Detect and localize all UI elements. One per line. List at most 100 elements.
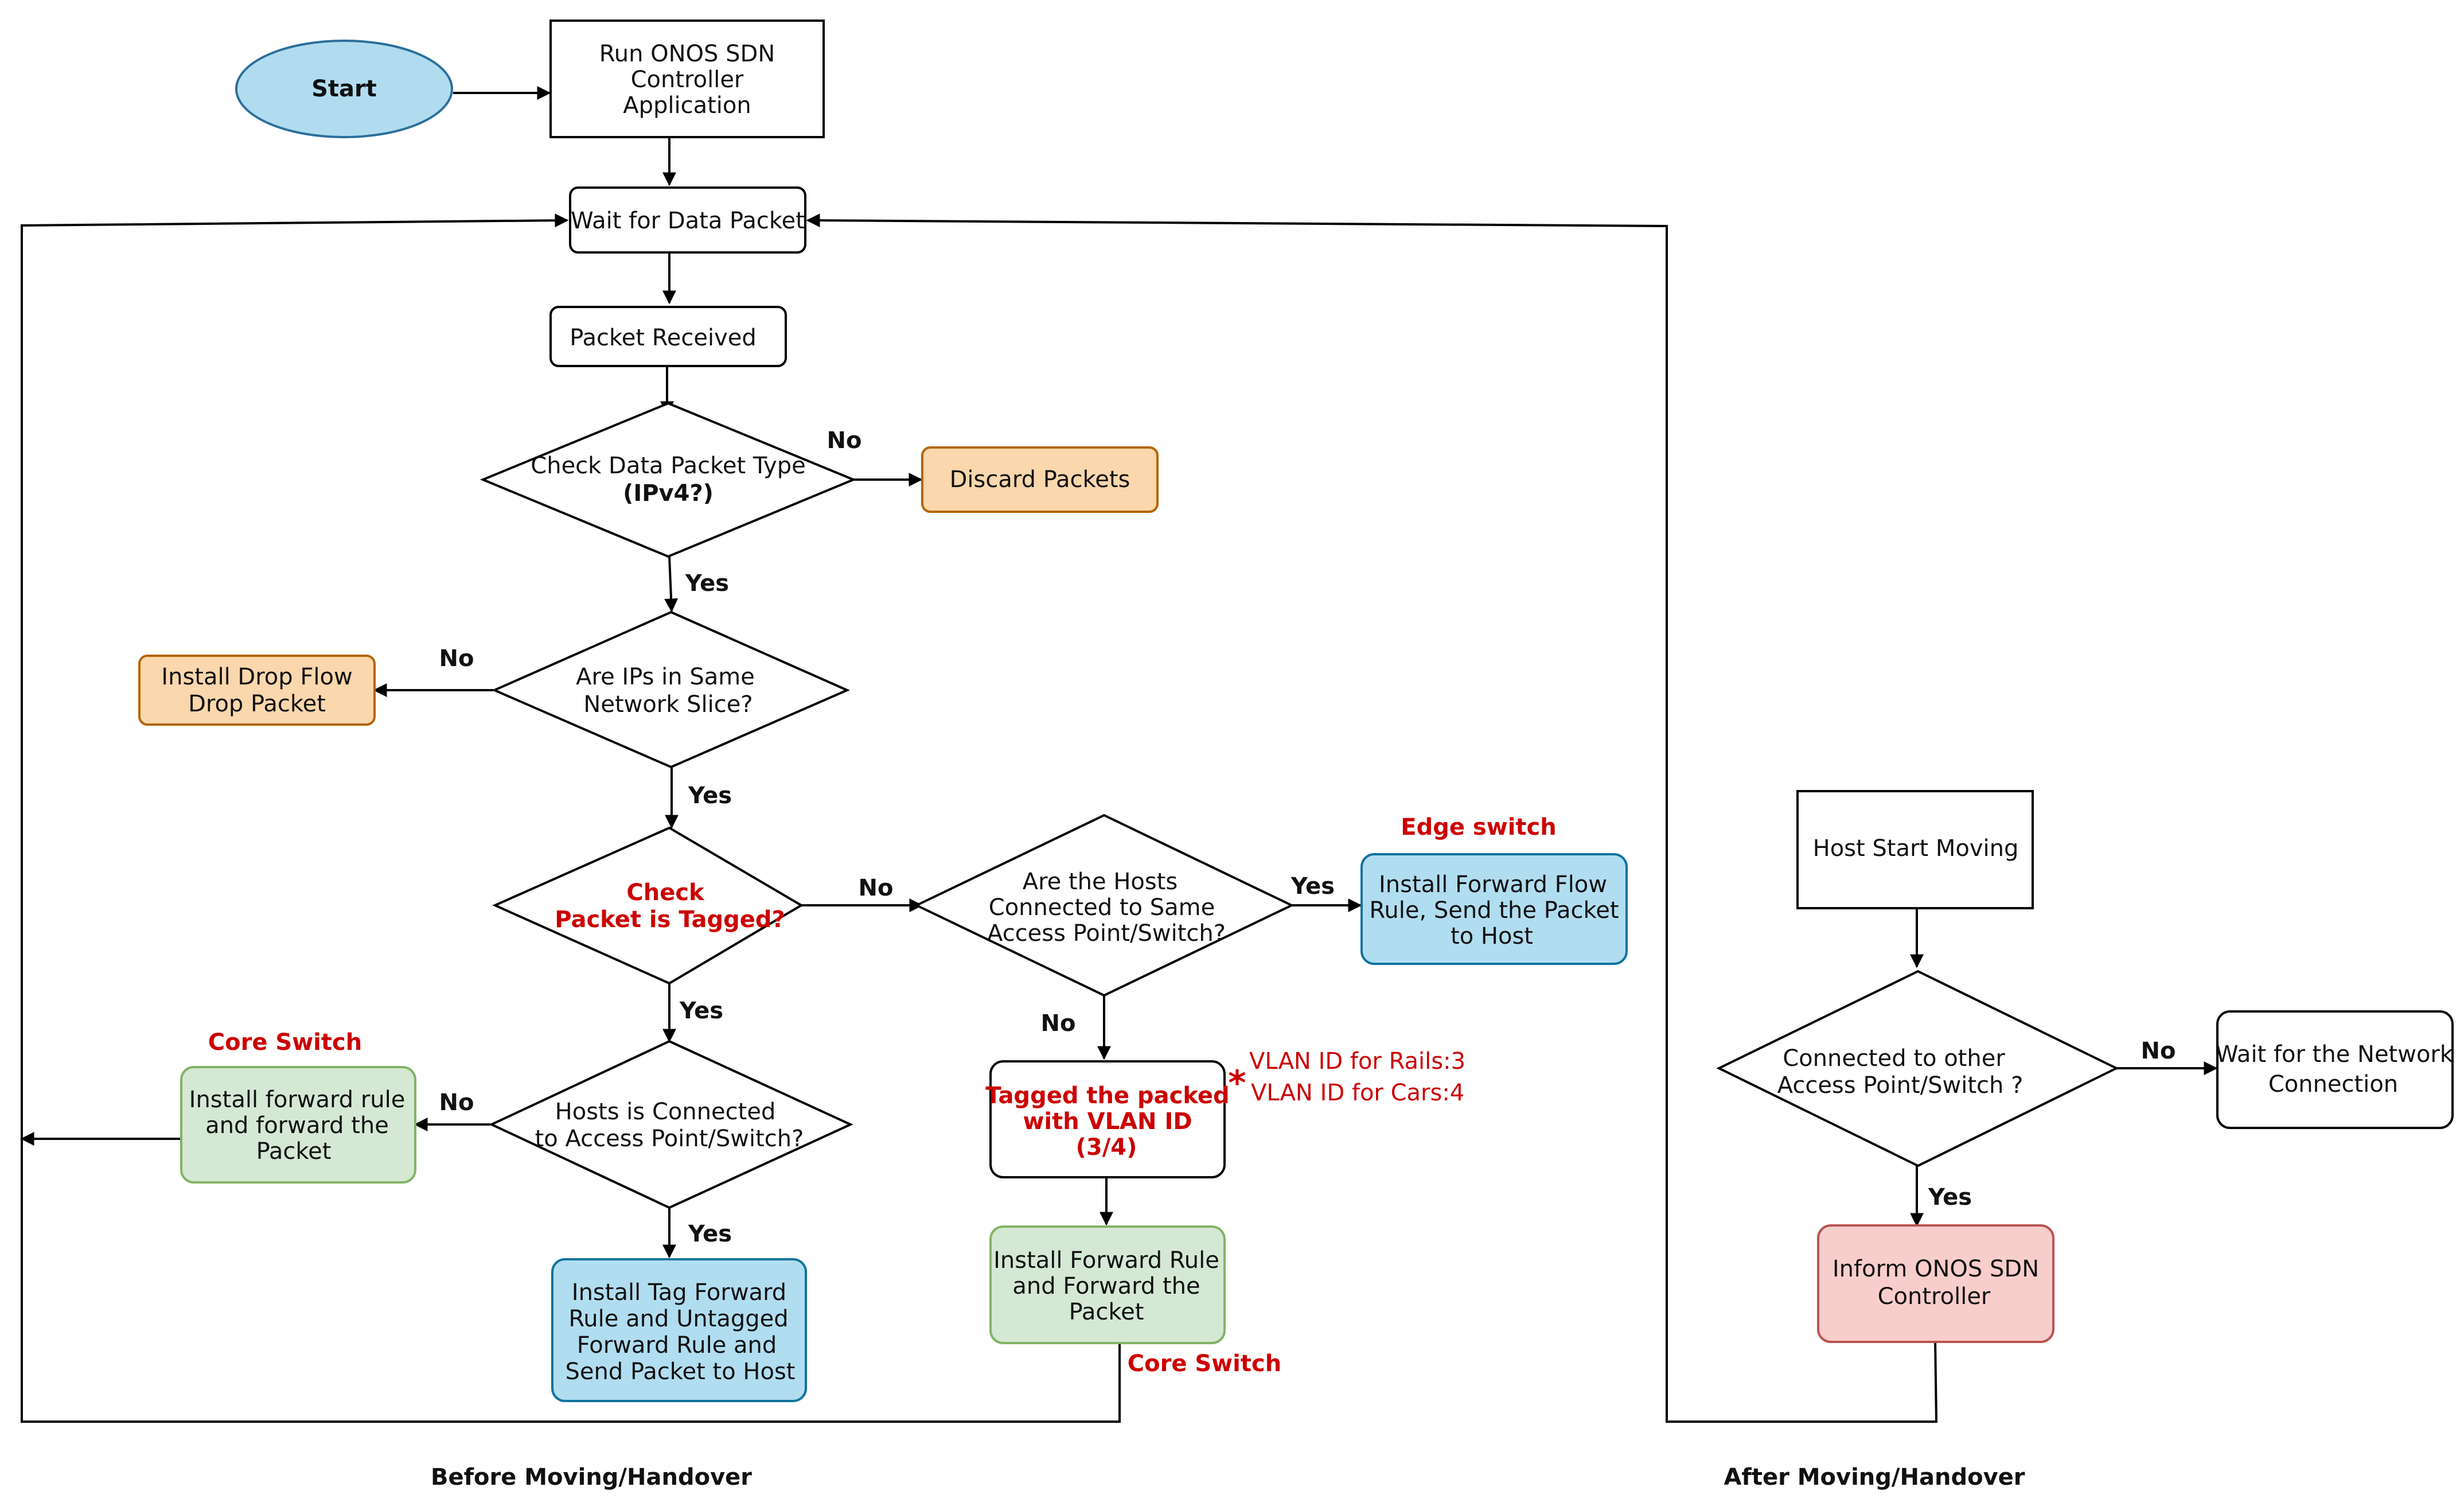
node-run-onos: Run ONOS SDN Controller Application [549,20,825,138]
node-install-forward-rule: Install Forward Rule and Forward the Pac… [989,1225,1226,1344]
node-host-moving: Host Start Moving [1796,790,2034,909]
same-slice-line-2: Network Slice? [583,691,753,718]
label-no-other: No [2141,1038,2176,1064]
label-no-connected: No [439,1089,474,1116]
node-hosts-same-ap: Are the Hosts Connected to Same Access P… [914,814,1295,997]
label-yes-slice: Yes [688,783,732,809]
edge-loop-before [21,213,1121,1423]
install-forward-core-box [180,1066,416,1184]
node-drop-flow: Install Drop Flow Drop Packet [138,655,376,726]
same-slice-line-1: Are IPs in Same [576,664,755,690]
label-no-slice: No [439,645,474,672]
inform-onos-line-1: Inform ONOS SDN [1833,1256,2039,1282]
node-check-tagged: Check Packet is Tagged? [492,826,804,985]
annotation-vlan-rails: VLAN ID for Rails:3 [1249,1048,1465,1075]
host-connected-line-1: Hosts is Connected [555,1099,776,1125]
check-type-line-1: Check Data Packet Type [531,453,805,479]
same-slice-diamond [492,610,850,769]
install-forward-rule-box [989,1225,1226,1344]
hosts-same-ap-diamond [914,814,1295,997]
label-yes-same-ap: Yes [1291,873,1335,900]
node-wait-packet: Wait for Data Packet [569,186,806,254]
install-forward-flow-line-1: Install Forward Flow [1379,871,1607,898]
check-type-diamond [479,402,857,558]
wait-network-line-1: Wait for the Network [2216,1041,2454,1068]
inform-onos-line-2: Controller [1878,1283,1991,1310]
connectors [20,86,2218,1423]
node-install-forward-flow: Install Forward Flow Rule, Send the Pack… [1360,853,1628,965]
wait-network-line-1b: Connection [2268,1071,2398,1098]
drop-flow-line-1: Install Drop Flow [161,664,352,690]
hosts-same-ap-line-3: Access Point/Switch? [987,920,1226,947]
connected-other-line-2: Access Point/Switch ? [1777,1072,2024,1099]
run-onos-line-3: Application [623,92,751,119]
install-forward-flow-line-2: Rule, Send the Packet [1369,897,1619,924]
label-no-type: No [827,427,862,454]
node-install-forward-core: Install forward rule and forward the Pac… [180,1066,416,1184]
node-packet-received: Packet Received [549,306,787,367]
wait-packet-box [569,186,806,254]
drop-flow-box [138,655,376,726]
annotation-core-switch-left: Core Switch [208,1029,362,1056]
host-connected-diamond [489,1040,853,1209]
tag-vlan-line-1: Tagged the packed [985,1083,1229,1109]
node-connected-other: Connected to other Access Point/Switch ? [1716,970,2119,1167]
connected-other-diamond [1716,970,2119,1167]
install-forward-rule-line-3: Packet [1069,1299,1144,1325]
host-moving-box [1796,790,2034,909]
discard-box [921,446,1159,513]
check-tagged-line-1: Check [626,879,705,906]
tag-vlan-box [989,1060,1226,1178]
edge-loop-after [806,213,1938,1423]
annotation-edge-switch: Edge switch [1401,814,1556,840]
check-tagged-diamond [492,826,804,985]
annotation-core-switch-bottom: Core Switch [1128,1351,1281,1377]
tag-vlan-line-3: (3/4) [1076,1134,1137,1161]
install-tag-forward-line-1: Install Tag Forward [572,1279,786,1306]
wait-network-box [2216,1010,2454,1129]
install-forward-flow-box [1360,853,1628,965]
label-yes-connected: Yes [688,1221,732,1247]
annotation-asterisk: * [1228,1063,1246,1103]
wait-packet-label: Wait for Data Packet [571,208,805,234]
install-forward-core-line-1: Install forward rule [189,1087,406,1113]
run-onos-box [549,20,825,138]
label-yes-tagged: Yes [679,998,723,1024]
install-forward-rule-line-1: Install Forward Rule [993,1247,1219,1274]
check-type-line-2: (IPv4?) [623,480,714,507]
label-no-same-ap: No [1041,1010,1076,1037]
run-onos-line-2: Controller [631,67,744,93]
install-forward-core-line-3: Packet [256,1138,332,1165]
drop-flow-line-2: Drop Packet [188,691,326,717]
check-tagged-line-2: Packet is Tagged? [555,906,785,933]
label-no-tagged: No [859,875,894,901]
node-check-type: Check Data Packet Type (IPv4?) [479,402,857,558]
label-yes-type: Yes [685,570,729,597]
install-tag-forward-line-3: Forward Rule and [577,1332,777,1359]
packet-received-box [549,306,787,367]
inform-onos-box [1817,1224,2054,1343]
packet-received-label: Packet Received [570,325,757,351]
tag-vlan-line-2: with VLAN ID [1023,1108,1192,1135]
node-inform-onos: Inform ONOS SDN Controller [1817,1224,2054,1343]
label-yes-other: Yes [1928,1184,1972,1211]
node-host-connected: Hosts is Connected to Access Point/Switc… [489,1040,853,1209]
hosts-same-ap-line-1: Are the Hosts [1023,869,1178,895]
host-moving-label: Host Start Moving [1813,835,2019,862]
start-label: Start [311,76,377,102]
node-wait-network: Wait for the Network Connection [2216,1010,2454,1129]
edge-labels: No Yes No Yes No Yes Yes No No Yes No Ye… [439,427,2176,1247]
caption-before: Before Moving/Handover [431,1464,752,1490]
run-onos-line-1: Run ONOS SDN [599,41,775,67]
node-same-slice: Are IPs in Same Network Slice? [492,610,850,769]
start-terminal [235,40,453,138]
node-tag-vlan: Tagged the packed with VLAN ID (3/4) [985,1060,1230,1178]
caption-after: After Moving/Handover [1724,1464,2025,1490]
install-forward-core-line-2: and forward the [205,1112,389,1139]
install-forward-flow-line-3: to Host [1451,923,1533,949]
node-install-tag-forward: Install Tag Forward Rule and Untagged Fo… [551,1258,807,1402]
install-tag-forward-box [551,1258,807,1402]
install-tag-forward-line-4: Send Packet to Host [566,1359,796,1385]
discard-label: Discard Packets [950,466,1130,493]
